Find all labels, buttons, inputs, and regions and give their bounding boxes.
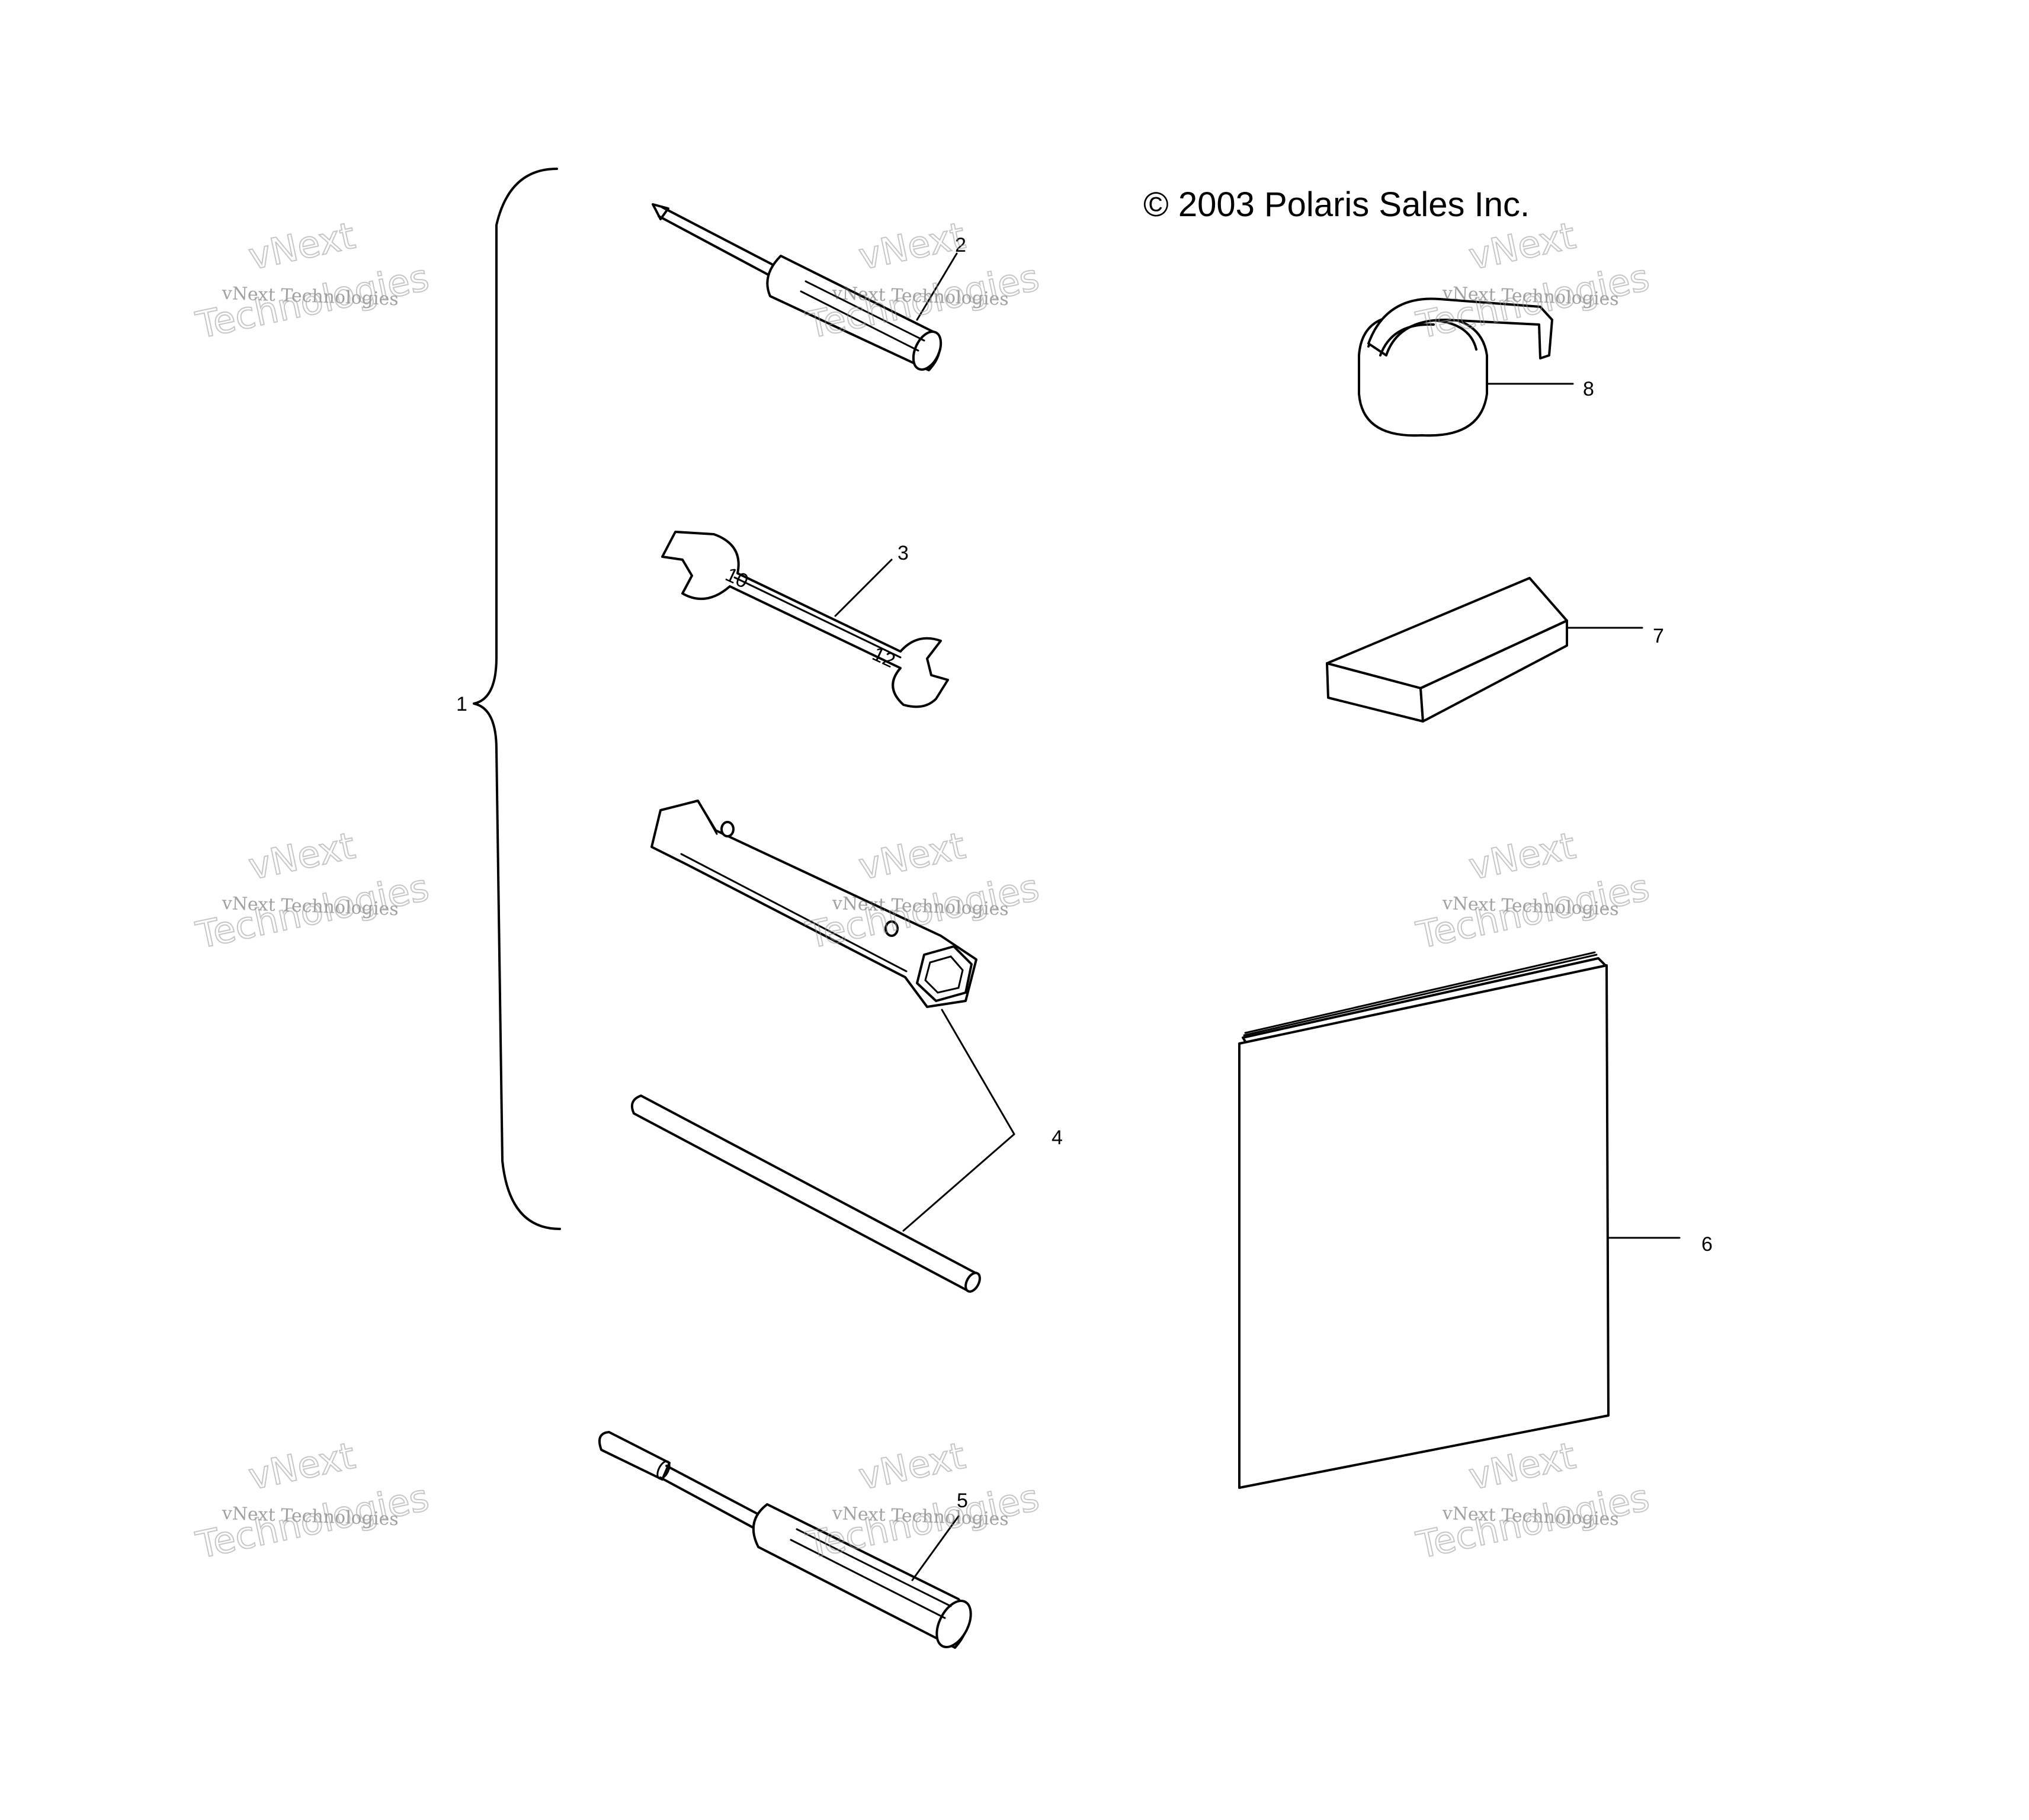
watermark-brand: vNext — [855, 824, 969, 888]
screwdriver-small-icon — [652, 203, 943, 371]
kit-group-brace — [473, 168, 561, 1230]
watermark-brand: vNext — [1465, 1434, 1579, 1498]
spark-plug-socket-wrench-icon — [650, 800, 977, 1008]
watermark-big: Technologies — [1412, 1475, 1653, 1567]
leader-5 — [911, 1515, 960, 1581]
callout-6: 6 — [1701, 1233, 1713, 1256]
watermark-brand: vNext — [855, 214, 969, 278]
manual-booklet-icon — [1238, 951, 1610, 1489]
watermark-brand: vNext — [245, 1434, 358, 1498]
callout-4: 4 — [1052, 1126, 1063, 1149]
watermark-big: Technologies — [1412, 255, 1653, 346]
leader-2 — [916, 252, 958, 321]
copyright-text: © 2003 Polaris Sales Inc. — [1143, 185, 1530, 224]
tommy-bar-icon — [631, 1094, 981, 1293]
watermark-big: Technologies — [192, 255, 432, 346]
leader-4a — [941, 1009, 1015, 1135]
watermark-brand: vNext — [855, 1434, 969, 1498]
callout-3: 3 — [897, 542, 909, 564]
watermark-big: Technologies — [1412, 865, 1653, 956]
callout-7: 7 — [1653, 625, 1664, 647]
leader-4b — [902, 1133, 1015, 1232]
block-icon — [1326, 577, 1568, 723]
callout-5: 5 — [957, 1490, 968, 1512]
watermark-brand: vNext — [245, 824, 358, 888]
tape-roll-icon — [1358, 297, 1553, 437]
leader-3 — [834, 558, 893, 617]
watermark-big: Technologies — [192, 1475, 432, 1567]
watermark-big: Technologies — [802, 1475, 1043, 1567]
callout-2: 2 — [955, 234, 966, 256]
watermark-brand: vNext — [245, 214, 358, 278]
watermark-big: Technologies — [192, 865, 432, 956]
watermark-brand: vNext — [1465, 824, 1579, 888]
callout-8: 8 — [1583, 378, 1594, 400]
screwdriver-large-icon — [598, 1431, 972, 1649]
callout-1: 1 — [456, 693, 467, 715]
